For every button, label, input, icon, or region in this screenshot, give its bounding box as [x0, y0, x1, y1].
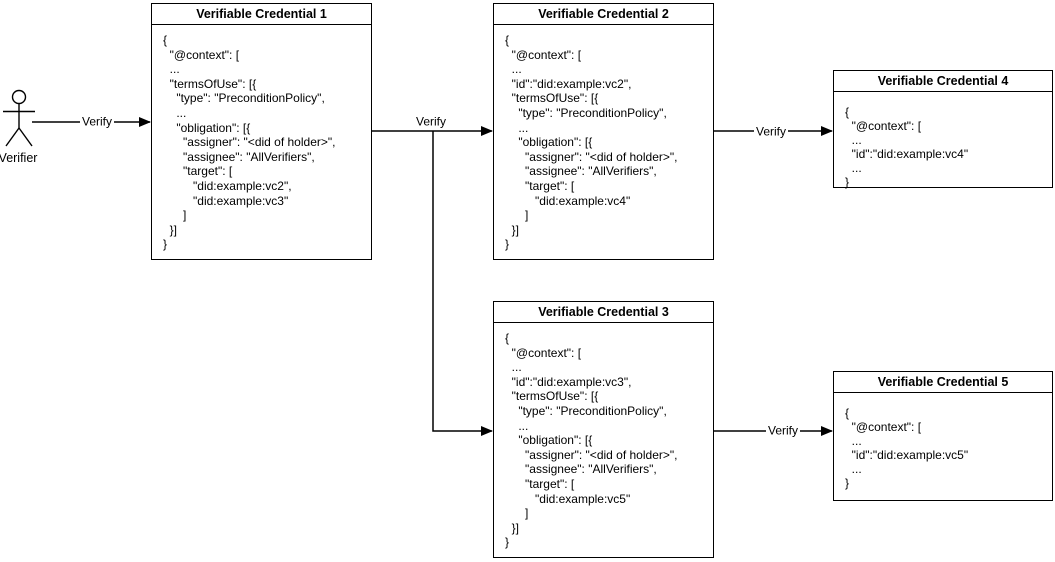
vc-box-5-json: { "@context": [ ... "id":"did:example:vc… [845, 406, 969, 490]
vc-box-3: Verifiable Credential 3 { "@context": [ … [493, 301, 714, 558]
verifier-actor-label: Verifier [0, 151, 38, 165]
edge-label-vc1-to-vc2: Verify [415, 114, 447, 129]
vc-box-5-title: Verifiable Credential 5 [834, 372, 1052, 393]
vc-box-4-title: Verifiable Credential 4 [834, 71, 1052, 92]
edge-label-verifier-to-vc1: Verify [79, 114, 115, 129]
vc-box-5: Verifiable Credential 5 { "@context": [ … [833, 371, 1053, 501]
verifier-actor-icon [3, 89, 35, 147]
vc-box-4: Verifiable Credential 4 { "@context": [ … [833, 70, 1053, 189]
vc-box-4-json: { "@context": [ ... "id":"did:example:vc… [845, 105, 969, 189]
vc-box-1-json: { "@context": [ ... "termsOfUse": [{ "ty… [163, 33, 336, 252]
vc-box-2: Verifiable Credential 2 { "@context": [ … [493, 3, 714, 260]
vc-box-2-title: Verifiable Credential 2 [494, 4, 713, 25]
edge-label-vc2-to-vc4: Verify [753, 124, 789, 139]
vc-box-2-json: { "@context": [ ... "id":"did:example:vc… [505, 33, 678, 252]
vc-box-1-title: Verifiable Credential 1 [152, 4, 371, 25]
vc-box-3-title: Verifiable Credential 3 [494, 302, 713, 323]
edge-label-vc3-to-vc5: Verify [765, 423, 801, 438]
vc-box-1: Verifiable Credential 1 { "@context": [ … [151, 3, 372, 260]
edge-vc1-to-vc3 [432, 131, 493, 436]
vc-box-3-json: { "@context": [ ... "id":"did:example:vc… [505, 331, 678, 550]
